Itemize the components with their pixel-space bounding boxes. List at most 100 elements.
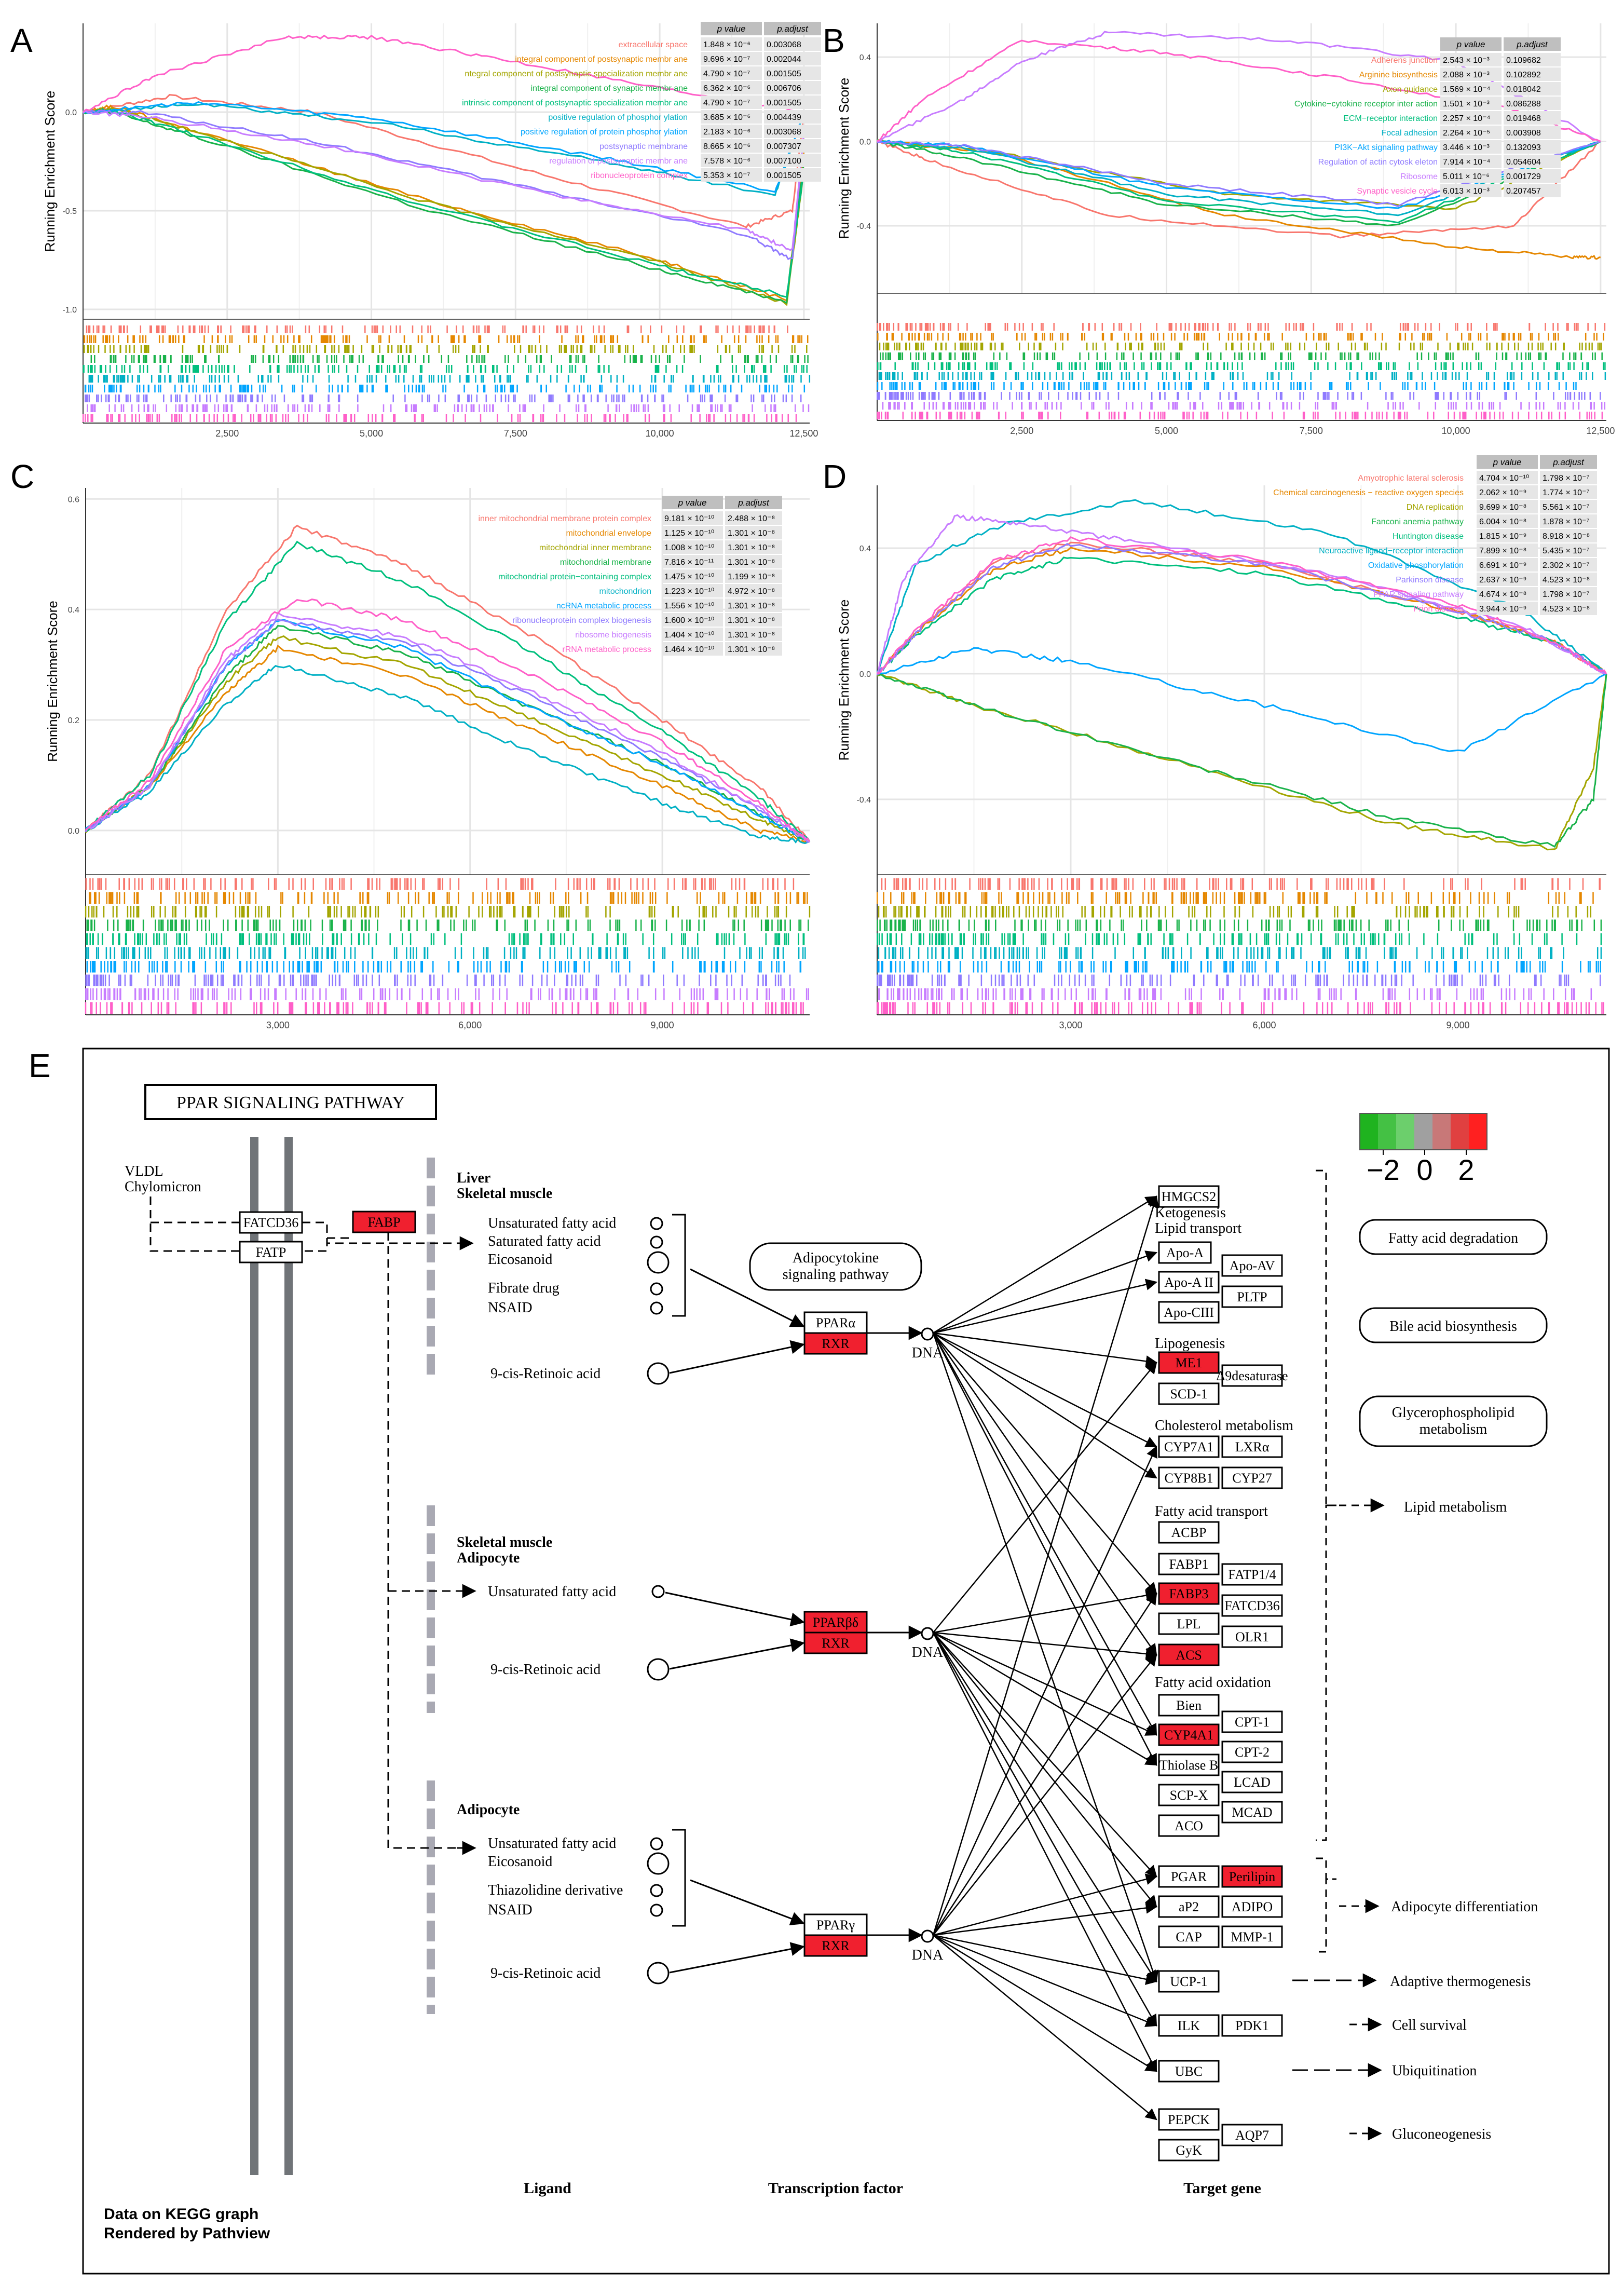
legend-label: inner mitochondrial membrane protein com…: [479, 514, 652, 523]
outcome-fa-degradation: Fatty acid degradation: [1388, 1230, 1518, 1246]
gene-box-thiolaseb: [1158, 1753, 1220, 1776]
series-line-4: [876, 556, 1607, 675]
legend-label: PI3K−Akt signaling pathway: [1334, 143, 1438, 152]
gene-cyp7a1: CYP7A1: [1164, 1439, 1213, 1454]
table-padjust: 0.207457: [1506, 187, 1541, 196]
gene-cpt2: CPT-2: [1235, 1745, 1270, 1760]
rug-row-0: [881, 878, 1601, 890]
gene-apoav: Apo-AV: [1230, 1258, 1275, 1273]
gene-fabp3: FABP3: [1169, 1586, 1208, 1601]
x-tick-label: 12,500: [1586, 426, 1615, 436]
panel-label-a: A: [10, 22, 33, 59]
series-line-9: [877, 39, 1601, 142]
membrane-bar-right: [284, 1137, 293, 2175]
table-cell-bg: [1540, 558, 1597, 572]
table-pvalue: 4.704 × 10⁻¹⁰: [1479, 474, 1529, 483]
dna-arrow-2-0: [932, 1195, 1159, 1936]
dna-arrow-1-10: [933, 1632, 1157, 1878]
table-cell-bg: [1504, 155, 1561, 168]
table-cell-bg: [1477, 602, 1538, 615]
panel-label-d: D: [823, 458, 847, 495]
table-pvalue: 4.674 × 10⁻⁸: [1479, 590, 1526, 599]
gene-lpl: LPL: [1177, 1616, 1200, 1632]
gene-box-pgar: [1158, 1865, 1220, 1888]
table-cell-bg: [1504, 126, 1561, 139]
outcome-adipocyte-diff: Adipocyte differentiation: [1391, 1899, 1538, 1915]
table-header-pvalue-bg: [701, 22, 762, 35]
group-lipid-transport: Lipid transport: [1155, 1220, 1241, 1236]
legend-label: mitochondrial protein−containing complex: [498, 573, 651, 581]
table-cell-bg: [725, 642, 782, 656]
legend-label: Ribosome: [1400, 172, 1438, 181]
tissue-adipocyte-2: Adipocyte: [457, 1802, 520, 1818]
gene-box-fatcd36: [239, 1211, 303, 1234]
legend-swatch-1: [1378, 1113, 1396, 1150]
gene-box-lcad: [1221, 1771, 1283, 1793]
arrow-retinoic1-to-rxr: [669, 1340, 805, 1374]
ligand-3-nsaid: NSAID: [488, 1902, 533, 1918]
x-tick-label: 5,000: [360, 428, 383, 439]
gene-gyk: GyK: [1176, 2143, 1202, 2158]
legend-label: mitochondrial inner membrane: [539, 543, 651, 552]
gene-box-fabp1: [1158, 1553, 1220, 1575]
legend-swatch-4: [1432, 1113, 1451, 1150]
ligand-1-fibrate: Fibrate drug: [488, 1280, 559, 1296]
tissue-skeletal-muscle-1: Skeletal muscle: [457, 1186, 552, 1202]
table-cell-bg: [701, 110, 762, 124]
rug-row-4: [877, 933, 1602, 945]
rug-row-0: [85, 878, 795, 890]
table-padjust: 0.001729: [1506, 172, 1541, 181]
table-pvalue: 1.125 × 10⁻¹⁰: [664, 529, 714, 538]
legend-label: Prion disease: [1413, 605, 1464, 614]
gene-box-fatp14: [1221, 1563, 1283, 1586]
legend-label: DNA replication: [1407, 503, 1464, 512]
table-cell-bg: [725, 628, 782, 641]
x-tick-label: 7,500: [1300, 426, 1323, 436]
tf-ppar-gamma: PPARγ: [816, 1918, 855, 1933]
table-pvalue: 2.183 × 10⁻⁶: [703, 128, 750, 137]
table-cell-bg: [725, 540, 782, 554]
table-padjust: 0.001505: [767, 99, 801, 107]
x-tick-label: 12,500: [789, 428, 818, 439]
table-cell-bg: [1540, 602, 1597, 615]
gene-ilk: ILK: [1178, 2018, 1200, 2033]
outcome-box-bile-acid: [1359, 1307, 1548, 1343]
gene-box-adipo: [1221, 1895, 1283, 1918]
footer-kegg-graph: Data on KEGG graph: [104, 2206, 258, 2223]
legend-label: extracellular space: [619, 40, 688, 49]
table-padjust: 2.488 × 10⁻⁸: [728, 514, 775, 523]
series-line-0: [83, 94, 805, 228]
gene-adipo: ADIPO: [1232, 1899, 1273, 1914]
gene-perilipin: Perilipin: [1229, 1869, 1276, 1884]
series-line-0: [877, 140, 1601, 239]
tf-ppar-alpha: PPARα: [816, 1315, 856, 1330]
gene-thiolaseb: Thiolase B: [1159, 1758, 1218, 1773]
arrow-ligand2-to-ppar: [665, 1592, 805, 1627]
table-pvalue: 1.600 × 10⁻¹⁰: [664, 616, 714, 625]
table-cell-bg: [764, 125, 821, 138]
table-cell-bg: [1440, 53, 1502, 66]
table-cell-bg: [725, 569, 782, 583]
table-pvalue: 2.088 × 10⁻³: [1443, 71, 1490, 79]
table-cell-bg: [1440, 97, 1502, 110]
y-axis-label: Running Enrichment Score: [836, 78, 852, 239]
dna-target-arrows: [932, 1195, 1159, 2120]
panel-label-e: E: [29, 1047, 51, 1084]
table-pvalue: 6.362 × 10⁻⁶: [703, 84, 750, 93]
legend-label: integral component of synaptic membr ane: [531, 84, 688, 93]
dna-label-2: DNA: [912, 1644, 944, 1661]
legend-swatch-6: [1469, 1113, 1487, 1150]
series-line-4: [85, 540, 811, 842]
rug-row-1: [88, 892, 808, 904]
ligand-2-circle: [651, 1585, 665, 1598]
gene-box-apoa: [1158, 1241, 1212, 1264]
table-padjust: 0.109682: [1506, 56, 1541, 65]
legend-tick-label-2: 2: [1458, 1153, 1474, 1186]
rug-row-2: [879, 343, 1602, 350]
gene-box-pdk1: [1221, 2014, 1283, 2037]
gene-box-mcad: [1221, 1801, 1283, 1824]
table-pvalue: 2.257 × 10⁻⁴: [1443, 114, 1491, 123]
